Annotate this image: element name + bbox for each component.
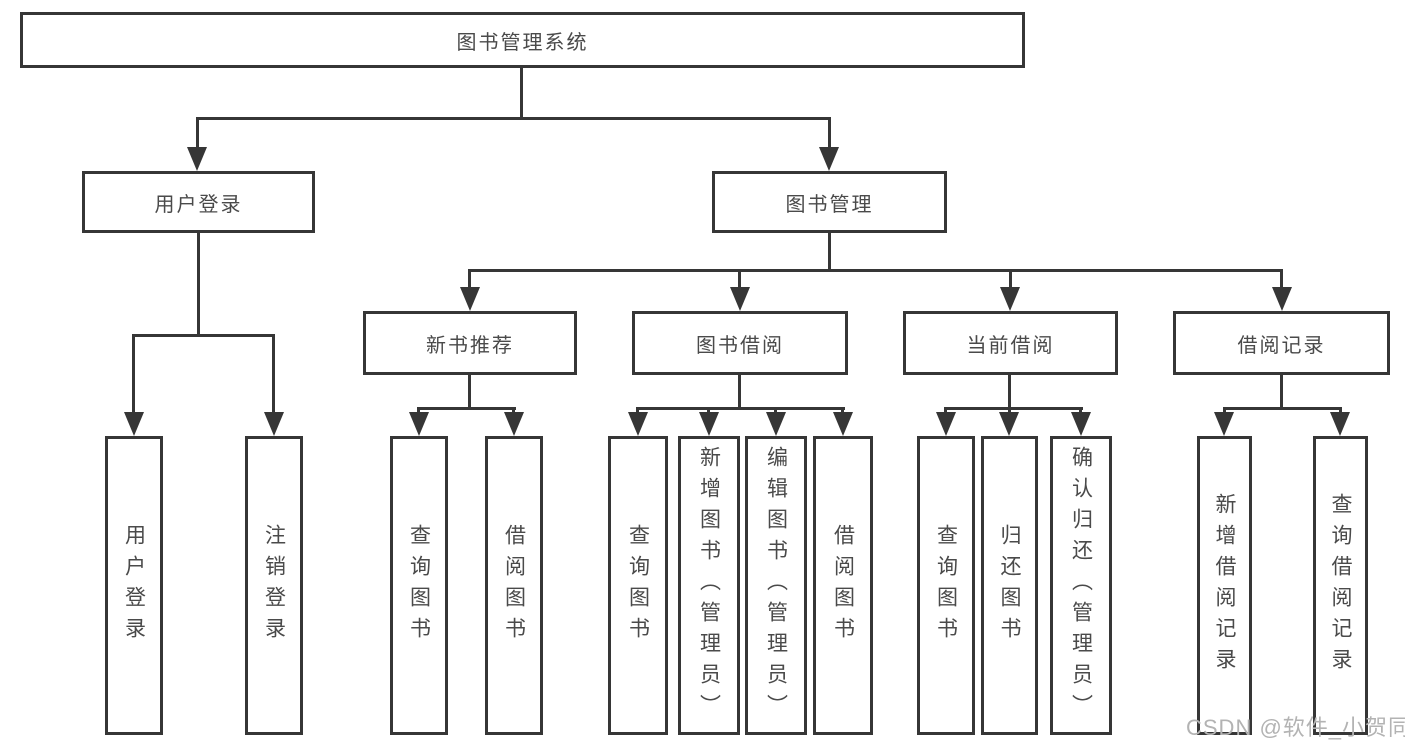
connector-line bbox=[1008, 375, 1011, 416]
node-library-system: 图书管理系统 bbox=[20, 12, 1025, 68]
connector-line bbox=[132, 334, 275, 337]
leaf-return-books-label: 归还图书 bbox=[998, 523, 1021, 648]
arrow-down-icon bbox=[936, 412, 956, 436]
leaf-query-books-recommend: 查询图书 bbox=[390, 436, 448, 735]
node-current-borrowing-label: 当前借阅 bbox=[966, 334, 1055, 357]
connector-line bbox=[468, 269, 1283, 272]
arrow-down-icon bbox=[1214, 412, 1234, 436]
connector-line bbox=[828, 233, 831, 271]
connector-line bbox=[468, 375, 471, 409]
node-user-login: 用户登录 bbox=[82, 171, 315, 233]
connector-line bbox=[1280, 375, 1283, 409]
connector-line bbox=[636, 407, 845, 410]
arrow-down-icon bbox=[187, 147, 207, 171]
connector-line bbox=[738, 269, 741, 291]
leaf-add-books-admin: 新增图书（管理员） bbox=[678, 436, 740, 735]
arrow-down-icon bbox=[504, 412, 524, 436]
arrow-down-icon bbox=[819, 147, 839, 171]
arrow-down-icon bbox=[409, 412, 429, 436]
connector-line bbox=[1280, 269, 1283, 291]
arrow-down-icon bbox=[1000, 287, 1020, 311]
connector-line bbox=[197, 233, 200, 337]
connector-line bbox=[196, 117, 199, 151]
leaf-query-borrow-record: 查询借阅记录 bbox=[1313, 436, 1368, 735]
leaf-query-borrow-record-label: 查询借阅记录 bbox=[1329, 492, 1352, 679]
connector-line bbox=[1223, 407, 1342, 410]
arrow-down-icon bbox=[766, 412, 786, 436]
node-new-book-recommendation-label: 新书推荐 bbox=[426, 334, 514, 357]
arrow-down-icon bbox=[124, 412, 144, 436]
node-book-borrowing: 图书借阅 bbox=[632, 311, 848, 375]
node-book-borrowing-label: 图书借阅 bbox=[696, 334, 784, 357]
leaf-user-login: 用户登录 bbox=[105, 436, 163, 735]
arrow-down-icon bbox=[460, 287, 480, 311]
leaf-add-books-admin-label: 新增图书（管理员） bbox=[697, 446, 721, 725]
leaf-borrow-books-recommend: 借阅图书 bbox=[485, 436, 543, 735]
node-current-borrowing: 当前借阅 bbox=[903, 311, 1118, 375]
leaf-confirm-return-admin: 确认归还（管理员） bbox=[1050, 436, 1112, 735]
connector-line bbox=[468, 269, 471, 291]
connector-line bbox=[417, 407, 516, 410]
leaf-borrow-books-recommend-label: 借阅图书 bbox=[502, 523, 526, 648]
arrow-down-icon bbox=[833, 412, 853, 436]
node-new-book-recommendation: 新书推荐 bbox=[363, 311, 577, 375]
connector-line bbox=[944, 407, 1083, 410]
leaf-borrow-books: 借阅图书 bbox=[813, 436, 873, 735]
leaf-user-login-label: 用户登录 bbox=[122, 523, 146, 648]
arrow-down-icon bbox=[264, 412, 284, 436]
node-library-system-label: 图书管理系统 bbox=[456, 31, 589, 54]
leaf-edit-books-admin: 编辑图书（管理员） bbox=[745, 436, 807, 735]
arrow-down-icon bbox=[628, 412, 648, 436]
leaf-query-books-borrow-label: 查询图书 bbox=[626, 523, 650, 648]
leaf-confirm-return-admin-label: 确认归还（管理员） bbox=[1069, 446, 1093, 725]
leaf-query-books-recommend-label: 查询图书 bbox=[407, 523, 431, 648]
watermark: CSDN @软件_小贺同学 bbox=[1186, 715, 1405, 740]
connector-line bbox=[132, 334, 135, 416]
arrow-down-icon bbox=[1071, 412, 1091, 436]
node-book-management: 图书管理 bbox=[712, 171, 947, 233]
arrow-down-icon bbox=[1272, 287, 1292, 311]
node-borrowing-records: 借阅记录 bbox=[1173, 311, 1390, 375]
connector-line bbox=[828, 117, 831, 151]
leaf-edit-books-admin-label: 编辑图书（管理员） bbox=[764, 446, 788, 725]
arrow-down-icon bbox=[999, 412, 1019, 436]
leaf-add-borrow-record: 新增借阅记录 bbox=[1197, 436, 1252, 735]
connector-line bbox=[196, 117, 831, 120]
leaf-borrow-books-label: 借阅图书 bbox=[831, 523, 855, 648]
leaf-query-books-current-label: 查询图书 bbox=[934, 523, 958, 648]
arrow-down-icon bbox=[699, 412, 719, 436]
leaf-return-books: 归还图书 bbox=[981, 436, 1038, 735]
connector-line bbox=[738, 375, 741, 409]
node-borrowing-records-label: 借阅记录 bbox=[1237, 334, 1326, 357]
node-book-management-label: 图书管理 bbox=[785, 193, 874, 216]
leaf-add-borrow-record-label: 新增借阅记录 bbox=[1213, 492, 1236, 679]
connector-line bbox=[1009, 269, 1012, 291]
arrow-down-icon bbox=[730, 287, 750, 311]
arrow-down-icon bbox=[1330, 412, 1350, 436]
connector-line bbox=[520, 68, 523, 117]
leaf-query-books-current: 查询图书 bbox=[917, 436, 975, 735]
node-user-login-label: 用户登录 bbox=[154, 193, 243, 216]
leaf-logout: 注销登录 bbox=[245, 436, 303, 735]
leaf-logout-label: 注销登录 bbox=[262, 523, 286, 648]
connector-line bbox=[272, 334, 275, 416]
leaf-query-books-borrow: 查询图书 bbox=[608, 436, 668, 735]
